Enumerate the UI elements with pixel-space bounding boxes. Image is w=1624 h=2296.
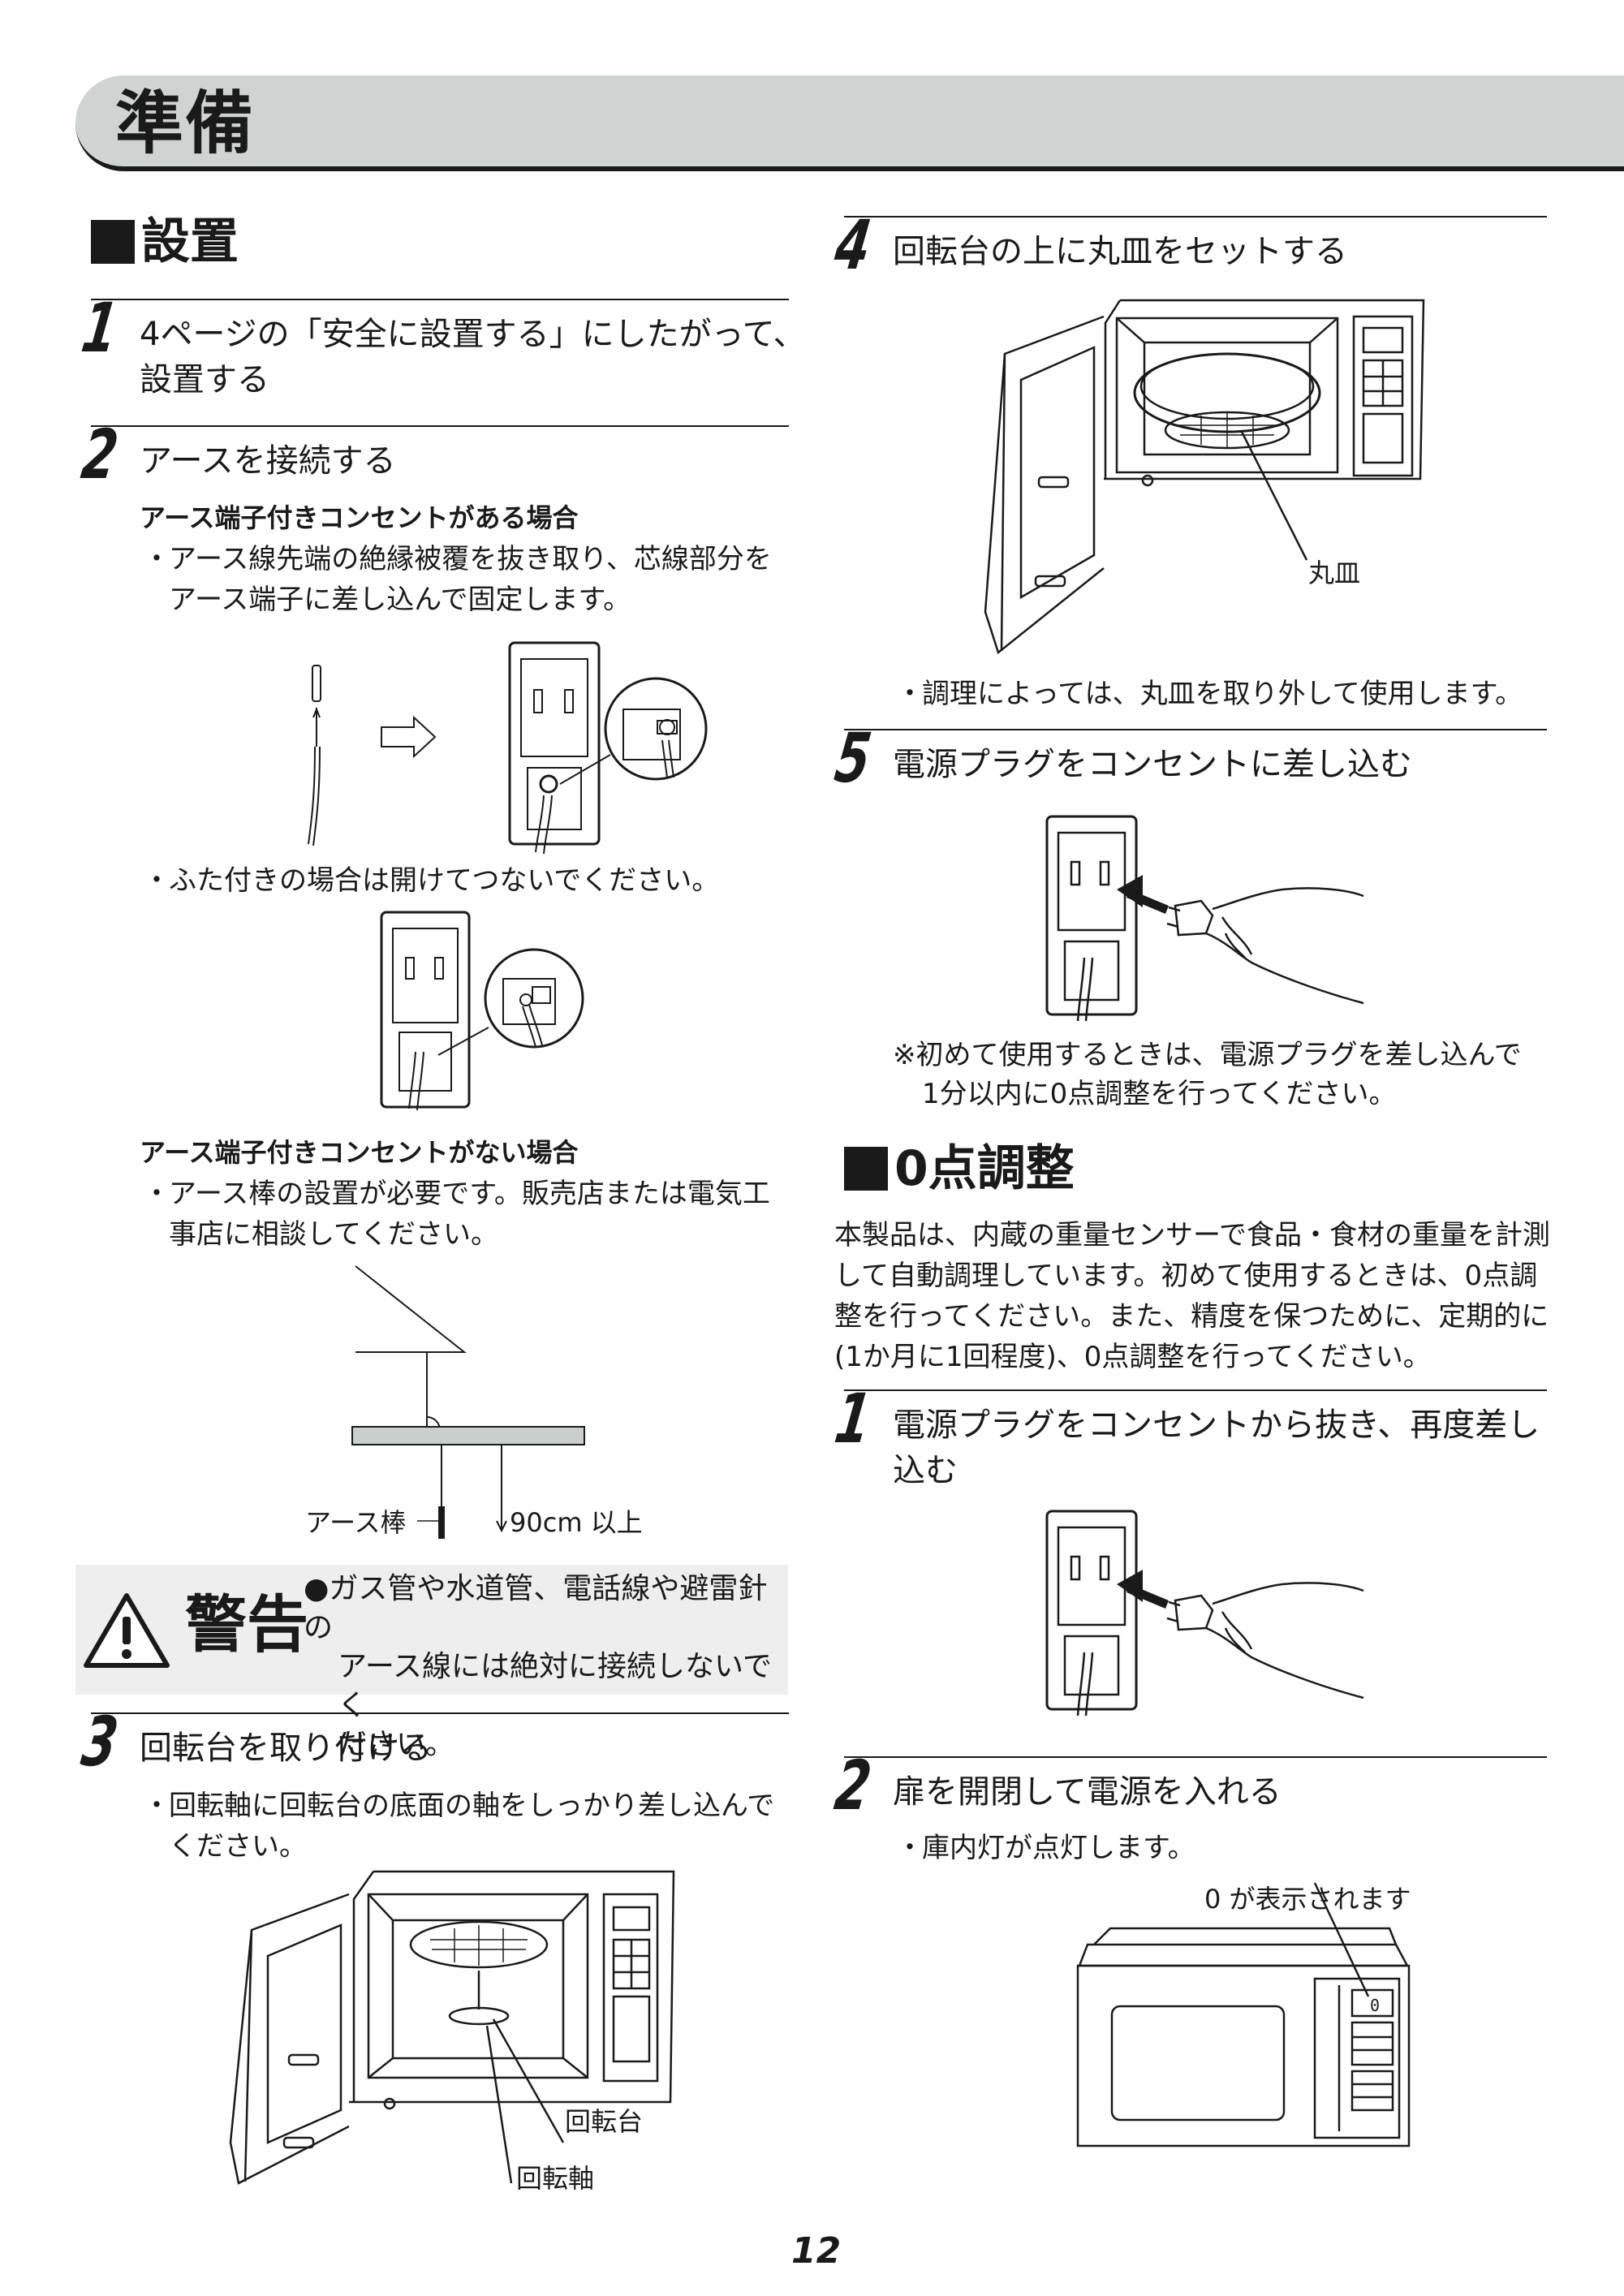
square-bullet-icon <box>91 220 135 264</box>
zero-intro-line2: して自動調理しています。初めて使用するときは、0点調 <box>834 1260 1538 1292</box>
step1-text-line2: 設置する <box>140 361 269 398</box>
zero-step1-text-line1: 電源プラグをコンセントから抜き、再度差し <box>893 1406 1540 1444</box>
step4-text: 回転台の上に丸皿をセットする <box>893 233 1347 270</box>
ground-rod-illustration <box>349 1263 592 1539</box>
step1-text-line1: 4ページの「安全に設置する」にしたがって、 <box>140 316 806 353</box>
step5-text: 電源プラグをコンセントに差し込む <box>893 746 1412 783</box>
zero-step2-text: 扉を開閉して電源を入れる <box>893 1773 1282 1811</box>
bullet-line: ください。 <box>169 1830 307 1863</box>
bullet-interior-light: ・ 庫内灯が点灯します。 <box>893 1828 1195 1868</box>
step-divider <box>91 299 789 300</box>
zero-intro-line1: 本製品は、内蔵の重量センサーで食品・食材の重量を計測 <box>834 1219 1550 1251</box>
section-title-setup: 設置 <box>91 213 239 271</box>
warning-line: ●ガス管や水道管、電話線や避雷針の <box>304 1572 768 1644</box>
label-depth: 90cm 以上 <box>510 1507 643 1538</box>
bullet-turntable: ・ 回転軸に回転台の底面の軸をしっかり差し込んで ください。 <box>140 1786 774 1867</box>
step-number-3: 3 <box>77 1702 123 1781</box>
warning-triangle-icon <box>81 1591 172 1672</box>
label-zero-display: 0 が表示されます <box>1204 1884 1411 1915</box>
step2-text: アースを接続する <box>140 442 396 480</box>
header-band <box>75 75 1624 171</box>
step-number-5: 5 <box>830 718 877 798</box>
bullet-line: 事店に相談してください。 <box>169 1218 498 1251</box>
zero-intro-line4: (1か月に1回程度)、0点調整を行ってください。 <box>834 1341 1431 1373</box>
bullet-line: アース端子に差し込んで固定します。 <box>169 584 631 616</box>
step-divider <box>844 216 1547 218</box>
bullet-line: アース線先端の絶縁被覆を抜き取り、芯線部分を <box>169 543 772 575</box>
display-zero-text: 0 <box>1370 1996 1380 2015</box>
warning-line: アース線には絶対に接続しないでく <box>338 1650 772 1722</box>
bullet-cover: ・ ふた付きの場合は開けてつないでください。 <box>140 860 719 901</box>
label-ground-rod: アース棒 <box>305 1507 407 1538</box>
note-line1: ※初めて使用するときは、電源プラグを差し込んで <box>893 1039 1522 1071</box>
page-title: 準備 <box>115 84 256 163</box>
warning-box <box>75 1565 788 1695</box>
microwave-plate-illustration <box>974 295 1428 669</box>
zero-step-number-2: 2 <box>830 1746 877 1825</box>
step-number-1: 1 <box>77 288 123 368</box>
step3-text: 回転台を取り付ける <box>140 1730 432 1767</box>
zero-step1-text-line2: 込む <box>893 1452 958 1489</box>
bullet-line: 調理によっては、丸皿を取り外して使用します。 <box>922 678 1523 710</box>
step-divider <box>844 1389 1547 1391</box>
step-divider <box>844 729 1547 730</box>
warning-line: ださい。 <box>338 1728 455 1761</box>
square-bullet-icon <box>844 1147 888 1191</box>
label-plate: 丸皿 <box>1308 558 1361 588</box>
bullet-line: ふた付きの場合は開けてつないでください。 <box>169 864 720 897</box>
bullet-plate: ・ 調理によっては、丸皿を取り外して使用します。 <box>893 674 1523 714</box>
microwave-turntable-illustration <box>219 1867 682 2191</box>
plug-reinsert-illustration <box>1039 1506 1380 1717</box>
zero-intro-line3: 整を行ってください。また、精度を保つために、定期的に <box>834 1300 1549 1333</box>
section-title-zero-text: 0点調整 <box>894 1140 1075 1197</box>
bullet-with-terminal: ・ アース線先端の絶縁被覆を抜き取り、芯線部分を アース端子に差し込んで固定しま… <box>140 539 772 620</box>
step-number-2: 2 <box>77 415 123 494</box>
label-shaft: 回転軸 <box>516 2163 595 2194</box>
outlet-cover-illustration <box>373 909 601 1112</box>
subheading-with-terminal: アース端子付きコンセントがある場合 <box>140 502 579 533</box>
warning-label: 警告 <box>185 1588 308 1661</box>
section-title-setup-text: 設置 <box>141 213 239 270</box>
bullet-line: 庫内灯が点灯します。 <box>922 1832 1195 1864</box>
bullet-line: アース棒の設置が必要です。販売店または電気工 <box>169 1178 770 1210</box>
label-turntable: 回転台 <box>565 2106 644 2137</box>
ground-wire-illustration <box>292 633 730 860</box>
bullet-without-terminal: ・ アース棒の設置が必要です。販売店または電気工 事店に相談してください。 <box>140 1174 770 1255</box>
step-divider <box>91 425 789 427</box>
page-number: 12 <box>791 2230 842 2272</box>
step-divider <box>91 1712 789 1714</box>
step-number-4: 4 <box>830 205 877 285</box>
section-title-zero: 0点調整 <box>844 1139 1075 1198</box>
step-divider <box>844 1756 1547 1758</box>
microwave-front-illustration: 0 <box>1071 1928 1412 2156</box>
subheading-without-terminal: アース端子付きコンセントがない場合 <box>140 1137 579 1168</box>
zero-step-number-1: 1 <box>830 1379 877 1458</box>
plug-in-illustration <box>1039 812 1380 1023</box>
bullet-line: 回転軸に回転台の底面の軸をしっかり差し込んで <box>169 1790 775 1822</box>
note-line2: 1分以内に0点調整を行ってください。 <box>922 1078 1397 1110</box>
warning-text: ●ガス管や水道管、電話線や避雷針の アース線には絶対に接続しないでく ださい。 <box>304 1570 779 1764</box>
